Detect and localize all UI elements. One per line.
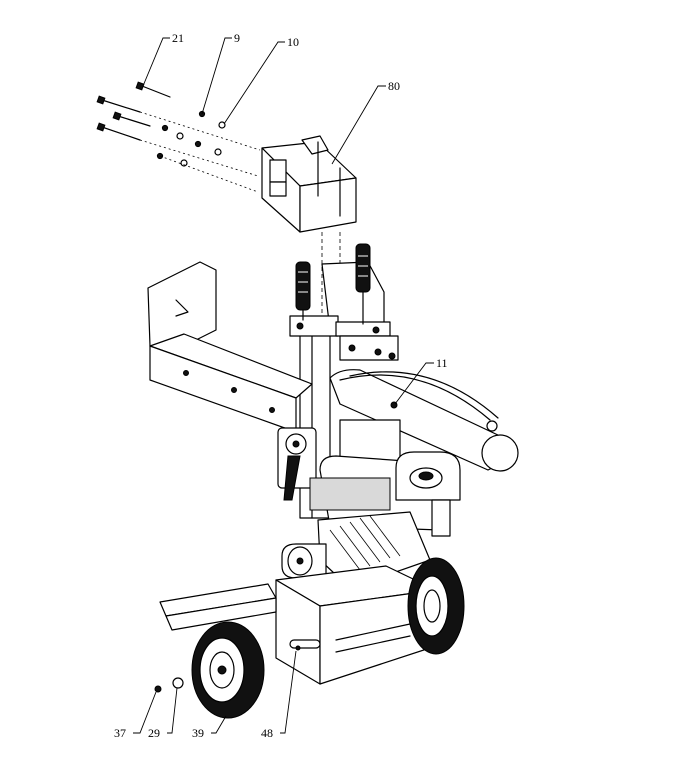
wedge-plate: [147, 261, 217, 347]
control-lever: [277, 427, 317, 501]
bolt-row-3: [112, 111, 259, 193]
callout-11: 11: [436, 356, 448, 370]
hydraulic-cylinder: [329, 369, 519, 472]
bolt-row-2: [96, 122, 259, 177]
hydraulic-pump: [281, 543, 327, 579]
engine: [309, 419, 461, 589]
fastener-group: [96, 81, 261, 193]
callout-48: 48: [261, 726, 273, 740]
callout-37: 37: [114, 726, 126, 740]
log-tray: [159, 583, 277, 631]
callout-80: 80: [388, 79, 400, 93]
callout-10: 10: [287, 35, 299, 49]
callout-21: 21: [172, 31, 184, 45]
engine-cooling-fins: [329, 515, 401, 571]
table-beam: [149, 333, 313, 433]
callout-9: 9: [234, 31, 240, 45]
bolt-row-1: [96, 95, 261, 151]
wheel-right: [407, 557, 465, 655]
callout-39: 39: [192, 726, 204, 740]
top-bracket: [261, 135, 357, 233]
leader-lines: [133, 37, 434, 734]
wheel-left: [191, 621, 265, 719]
axle-hardware: [154, 677, 184, 693]
control-handle-left: [295, 261, 311, 321]
callout-29: 29: [148, 726, 160, 740]
bolt-21: [135, 81, 171, 98]
control-handle-right: [355, 243, 371, 325]
callout-labels: 21 9 10 80 11 37 29 39 48: [114, 31, 448, 740]
valve-block: [339, 335, 399, 361]
